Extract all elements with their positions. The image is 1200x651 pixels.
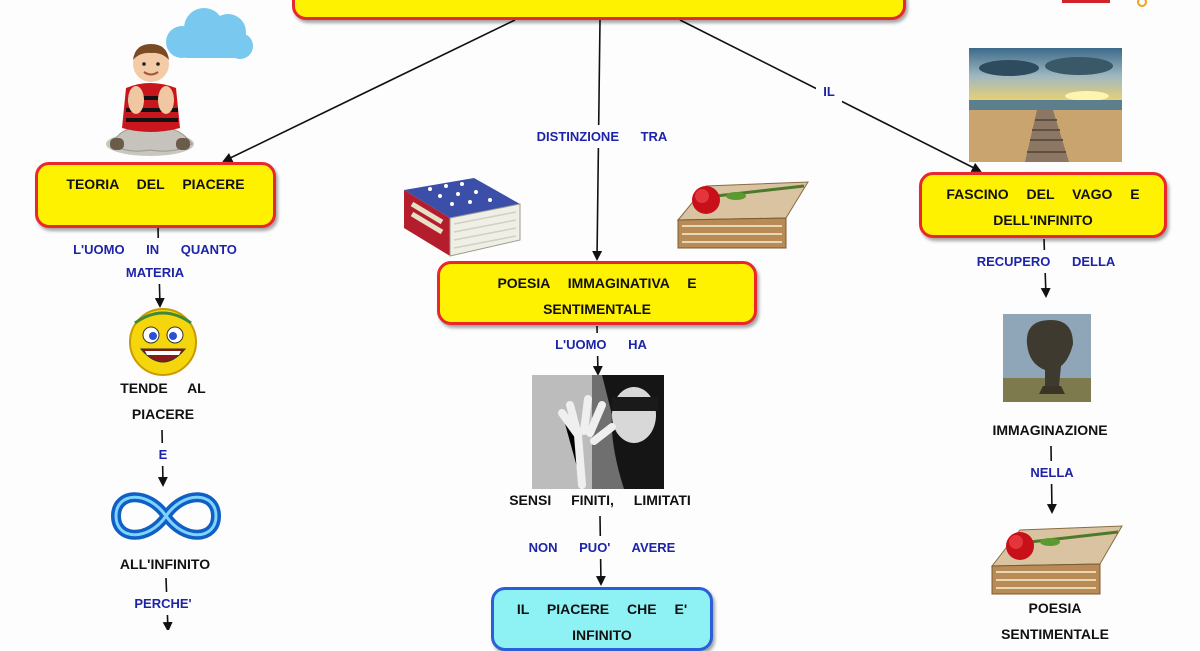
link-because: PERCHE' xyxy=(123,592,203,615)
node-imagination: IMMAGINAZIONE xyxy=(992,422,1108,438)
tree-head-icon xyxy=(1003,314,1091,402)
theory-box: TEORIA DEL PIACERE xyxy=(35,162,276,228)
link-recovery: RECUPERO DELLA xyxy=(958,250,1134,273)
node-tends: TENDE AL PIACERE xyxy=(120,380,206,422)
link-in-the: NELLA xyxy=(1024,461,1080,484)
link-man-matter: L'UOMO IN QUANTO MATERIA xyxy=(62,238,248,284)
charm-box: FASCINO DEL VAGO E DELL'INFINITO xyxy=(919,172,1167,238)
rose-book-icon-2 xyxy=(990,525,1123,595)
smiley-icon xyxy=(129,308,197,376)
node-poetry: POESIA SENTIMENTALE xyxy=(1001,600,1109,642)
link-cannot-have: NON PUO' AVERE xyxy=(512,536,692,559)
theory-text: TEORIA DEL PIACERE xyxy=(66,176,245,192)
boy-icon xyxy=(106,44,194,156)
charm-text: FASCINO DEL VAGO E DELL'INFINITO xyxy=(946,186,1140,228)
link-e: E xyxy=(154,443,172,466)
blindfolded-woman-icon xyxy=(532,375,664,489)
book-icon xyxy=(404,178,521,257)
link-man-has: L'UOMO HA xyxy=(546,333,656,356)
link-distinction: DISTINZIONE TRA xyxy=(512,125,692,148)
beach-boardwalk-icon xyxy=(969,48,1122,162)
logo-icon xyxy=(1062,0,1147,7)
poetry-box: POESIA IMMAGINATIVA E SENTIMENTALE xyxy=(437,261,757,325)
pleasure-text: IL PIACERE CHE E' INFINITO xyxy=(516,601,688,643)
concept-map: DISTINZIONE TRA IL L'UOMO IN QUANTO MATE… xyxy=(35,0,1167,651)
link-il: IL xyxy=(816,80,842,103)
arrow-title-to-theory xyxy=(222,19,516,163)
node-senses: SENSI FINITI, LIMITATI xyxy=(509,492,691,508)
node-infinite: ALL'INFINITO xyxy=(119,556,211,572)
title-box xyxy=(292,0,906,20)
rose-book-icon xyxy=(676,181,809,249)
poetry-text: POESIA IMMAGINATIVA E SENTIMENTALE xyxy=(497,275,697,317)
infinity-icon xyxy=(110,492,222,540)
cloud-icon xyxy=(166,8,253,59)
pleasure-box: IL PIACERE CHE E' INFINITO xyxy=(491,587,713,651)
